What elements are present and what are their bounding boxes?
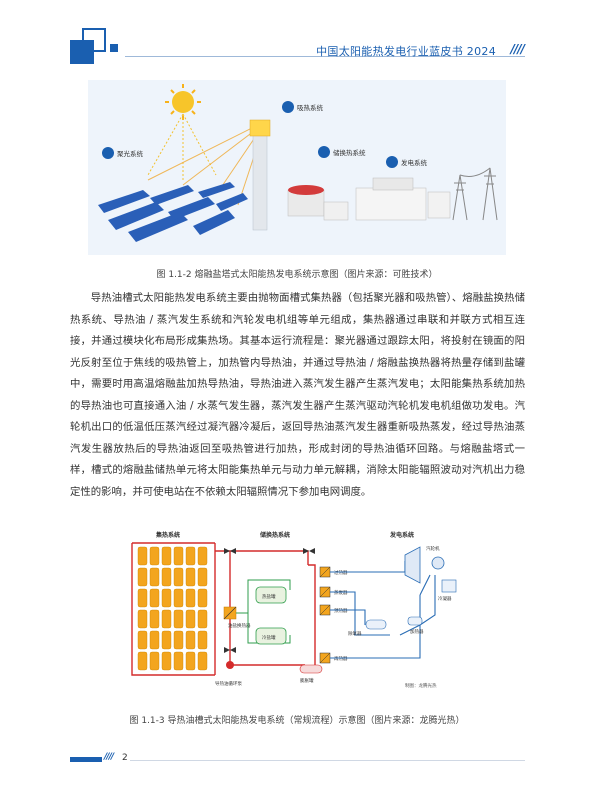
collector-panel [137, 630, 148, 650]
footer-rule [130, 760, 525, 761]
pump-icon [226, 661, 234, 669]
collector-panel [197, 651, 208, 671]
collector-panel [149, 651, 160, 671]
collector-icon [102, 147, 114, 159]
figure1-caption: 图 1.1-2 熔融盐塔式太阳能热发电系统示意图（图片来源：可胜技术） [156, 270, 438, 280]
label-expansion-tank: 膨胀罐 [300, 677, 314, 684]
collector-panel [197, 567, 208, 587]
collector-panel [161, 567, 172, 587]
section-collector: 集热系统 [155, 531, 180, 539]
collector-panel [197, 609, 208, 629]
collector-panel [197, 546, 208, 566]
collector-panel [137, 609, 148, 629]
header-logo-small-square [110, 44, 118, 52]
label-collector: 聚光系统 [117, 149, 144, 158]
collector-panel [185, 609, 196, 629]
label-oil-salt-hx: 油盐换热器 [228, 622, 251, 629]
collector-panel [197, 588, 208, 608]
hot-tank-icon [255, 586, 287, 604]
header-rule [125, 56, 525, 57]
label-receiver: 吸热系统 [297, 103, 324, 112]
collector-panel [149, 546, 160, 566]
collector-panel [161, 546, 172, 566]
label-storage: 储换热系统 [333, 148, 366, 157]
collector-panel [149, 567, 160, 587]
label-cold-tank: 冷盐罐 [262, 634, 276, 641]
trough-flow-diagram: 集热系统 储换热系统 发电系统 油盐换热器 热盐 [131, 531, 457, 689]
power-icon [386, 156, 398, 168]
header-logo-square [70, 40, 94, 64]
heater-icon [407, 616, 423, 626]
figure2-caption: 图 1.1-3 导热油槽式太阳能热发电系统（常规流程）示意图（图片来源：龙腾光热… [129, 716, 465, 726]
collector-panel [173, 609, 184, 629]
label-condenser: 冷凝器 [438, 595, 452, 602]
section-storage: 储换热系统 [259, 531, 290, 539]
collector-panel [149, 630, 160, 650]
figure-trough-flow-diagram: 集热系统 储换热系统 发电系统 油盐换热器 热盐 [120, 525, 475, 697]
sun-icon [172, 91, 194, 113]
collector-panel [185, 546, 196, 566]
collector-panel [173, 588, 184, 608]
section-power: 发电系统 [389, 531, 414, 539]
page-number: 2 [122, 753, 128, 763]
diagram-credit: 制图：龙腾光热 [405, 682, 437, 689]
storage-icon [318, 146, 330, 158]
body-paragraph: 导热油槽式太阳能热发电系统主要由抛物面槽式集热器（包括聚光器和吸热管）、熔融盐换… [70, 292, 525, 498]
collector-panel [137, 651, 148, 671]
deaerator-icon [365, 619, 387, 630]
header-slashes: //// [510, 42, 524, 56]
collector-panel [173, 630, 184, 650]
label-turbine: 汽轮机 [426, 545, 440, 552]
figure-tower-schematic: 聚光系统 吸热系统 储换热系统 发电系统 [88, 80, 506, 255]
label-pump: 导热油循环泵 [215, 680, 242, 687]
footer-accent-bar [70, 757, 102, 762]
collector-panel [137, 567, 148, 587]
collector-panel [173, 567, 184, 587]
header-title: 中国太阳能热发电行业蓝皮书 2024 [316, 45, 496, 58]
label-power: 发电系统 [401, 158, 428, 167]
turbine-icon [404, 546, 421, 584]
tower-schematic-illustration: 聚光系统 吸热系统 储换热系统 发电系统 [98, 84, 498, 242]
label-heater: 加热器 [410, 628, 424, 635]
collector-panel [185, 630, 196, 650]
collector-panel [161, 609, 172, 629]
condenser-icon [441, 579, 457, 593]
label-hot-tank: 热盐罐 [262, 593, 276, 600]
receiver-glow [249, 119, 271, 137]
collector-panel [161, 588, 172, 608]
receiver-icon [282, 101, 294, 113]
collector-field [137, 546, 208, 671]
collector-panel [197, 630, 208, 650]
cold-tank-icon [255, 627, 287, 645]
collector-panel [149, 588, 160, 608]
footer-slashes: //// [104, 752, 114, 762]
collector-panel [137, 588, 148, 608]
expansion-tank-icon [299, 664, 323, 674]
collector-panel [185, 651, 196, 671]
collector-panel [149, 609, 160, 629]
collector-panel [185, 588, 196, 608]
generator-icon [431, 556, 445, 570]
collector-panel [137, 546, 148, 566]
label-deaerator: 除氧器 [348, 630, 362, 637]
collector-panel [173, 651, 184, 671]
collector-panel [173, 546, 184, 566]
collector-panel [161, 630, 172, 650]
collector-panel [161, 651, 172, 671]
collector-panel [185, 567, 196, 587]
